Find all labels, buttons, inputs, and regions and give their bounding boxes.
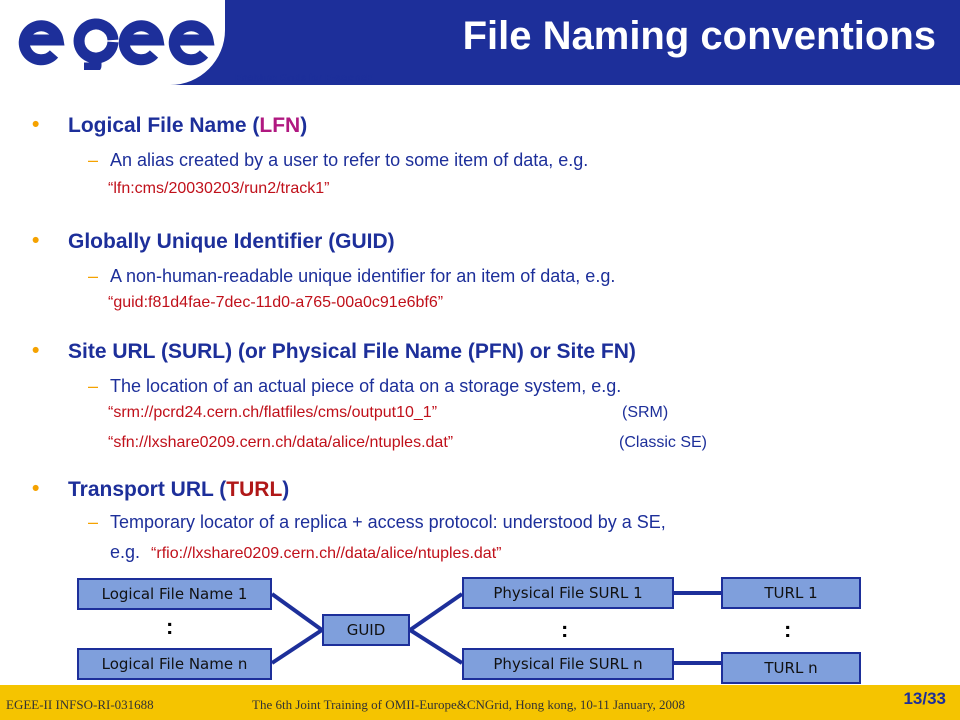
bullet-heading: Globally Unique Identifier (GUID) xyxy=(68,230,395,253)
bullet-dot: • xyxy=(32,477,40,500)
tagline: Enabling Grids for E-sciencE xyxy=(235,73,373,84)
example-surl-classic: “sfn://lxshare0209.cern.ch/data/alice/nt… xyxy=(108,434,454,451)
page-number: 13/33 xyxy=(903,689,946,708)
note-srm: (SRM) xyxy=(622,404,669,421)
footer-event: The 6th Joint Training of OMII-Europe&CN… xyxy=(252,697,686,712)
ellipsis-lfn: : xyxy=(166,614,174,639)
ellipsis-surl: : xyxy=(561,617,569,642)
bullet-heading: Logical File Name (LFN) xyxy=(68,114,308,137)
example-lfn: “lfn:cms/20030203/run2/track1” xyxy=(108,180,330,197)
example-guid: “guid:f81d4fae-7dec-11d0-a765-00a0c91e6b… xyxy=(108,294,444,311)
box-surl-n: Physical File SURL n xyxy=(462,648,674,680)
box-lfn-1: Logical File Name 1 xyxy=(77,578,272,610)
bullet-dot: • xyxy=(32,339,40,362)
note-classic: (Classic SE) xyxy=(619,434,708,451)
example-turl: e.g. “rfio://lxshare0209.cern.ch//data/a… xyxy=(110,542,502,562)
footer-bar: EGEE-II INFSO-RI-031688 The 6th Joint Tr… xyxy=(0,685,960,720)
box-lfn-n: Logical File Name n xyxy=(77,648,272,680)
example-surl-srm: “srm://pcrd24.cern.ch/flatfiles/cms/outp… xyxy=(108,404,438,421)
bullet-heading: Site URL (SURL) (or Physical File Name (… xyxy=(68,340,636,363)
box-turl-1: TURL 1 xyxy=(721,577,861,609)
footer-project-id: EGEE-II INFSO-RI-031688 xyxy=(6,697,154,712)
bullet-heading: Transport URL (TURL) xyxy=(68,478,290,501)
page-title: File Naming conventions xyxy=(462,14,936,58)
bullet-dot: • xyxy=(32,229,40,252)
egee-logo: egee xyxy=(18,18,215,70)
box-turl-n: TURL n xyxy=(721,652,861,684)
box-guid: GUID xyxy=(322,614,410,646)
box-surl-1: Physical File SURL 1 xyxy=(462,577,674,609)
bullet-dot: • xyxy=(32,113,40,136)
ellipsis-turl: : xyxy=(784,617,792,642)
